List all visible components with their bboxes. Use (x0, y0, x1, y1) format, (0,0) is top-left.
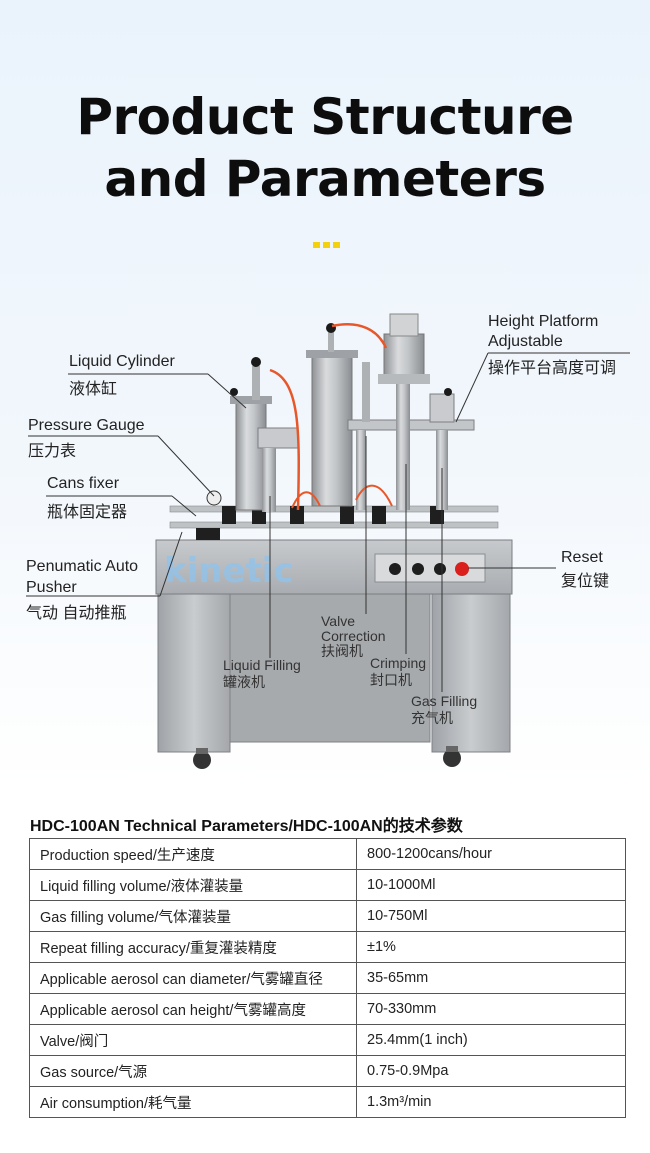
label-liquid-cylinder-en: Liquid Cylinder (69, 353, 175, 370)
label-height-platform-en2: Adjustable (488, 333, 563, 350)
label-gas-filling-cn: 充气机 (411, 710, 453, 726)
page-title: Product Structure and Parameters (0, 86, 650, 210)
label-height-platform-cn: 操作平台高度可调 (488, 360, 617, 377)
param-value: 0.75-0.9Mpa (356, 1055, 626, 1087)
param-name: Liquid filling volume/液体灌装量 (29, 869, 357, 901)
label-pusher-en2: Pusher (26, 579, 77, 596)
param-name: Applicable aerosol can diameter/气雾罐直径 (29, 962, 357, 994)
label-pusher-en: Penumatic Auto (26, 558, 139, 575)
title-line-2: and Parameters (104, 150, 546, 208)
param-value: 800-1200cans/hour (356, 838, 626, 870)
label-crimping-en: Crimping (370, 655, 427, 671)
param-name: Repeat filling accuracy/重复灌装精度 (29, 931, 357, 963)
title-line-1: Product Structure (76, 88, 574, 146)
label-pusher-cn: 气动 自动推瓶 (26, 605, 127, 622)
label-height-platform-en: Height Platform (488, 313, 599, 330)
accent-dots (313, 242, 341, 248)
param-name: Valve/阀门 (29, 1024, 357, 1056)
label-liquid-cylinder-cn: 液体缸 (69, 381, 118, 398)
brand-watermark: kinetic (164, 551, 294, 591)
label-valve-cn: 扶阀机 (321, 643, 363, 659)
label-reset-en: Reset (561, 549, 603, 566)
label-liquid-filling-en: Liquid Filling (223, 657, 301, 673)
label-reset-cn: 复位键 (561, 573, 610, 590)
label-crimping-cn: 封口机 (370, 672, 412, 688)
label-pressure-gauge-cn: 压力表 (28, 443, 77, 460)
table-row: Applicable aerosol can diameter/气雾罐直径 35… (29, 962, 626, 994)
param-value: 10-1000Ml (356, 869, 626, 901)
label-pressure-gauge-en: Pressure Gauge (28, 417, 145, 434)
params-table-title: HDC-100AN Technical Parameters/HDC-100AN… (30, 818, 463, 835)
param-name: Gas filling volume/气体灌装量 (29, 900, 357, 932)
table-row: Repeat filling accuracy/重复灌装精度±1% (29, 931, 626, 963)
param-name: Air consumption/耗气量 (29, 1086, 357, 1118)
label-cans-fixer-cn: 瓶体固定器 (47, 504, 128, 521)
label-liquid-filling-cn: 罐液机 (223, 674, 265, 690)
label-cans-fixer-en: Cans fixer (47, 475, 120, 492)
label-valve-en: Valve (321, 613, 355, 629)
param-value: 1.3m³/min (356, 1086, 626, 1118)
param-value: 35-65mm (356, 962, 626, 994)
param-name: Applicable aerosol can height/气雾罐高度 (29, 993, 357, 1025)
param-value: 70-330mm (356, 993, 626, 1025)
param-name: Gas source/气源 (29, 1055, 357, 1087)
param-value: ±1% (356, 931, 626, 963)
table-row: Gas source/气源 0.75-0.9Mpa (29, 1055, 626, 1087)
machine-illustration: kinetic (26, 313, 630, 769)
label-gas-filling-en: Gas Filling (411, 693, 478, 709)
param-value: 25.4mm(1 inch) (356, 1024, 626, 1056)
label-valve-en2: Correction (321, 628, 386, 644)
param-value: 10-750Ml (356, 900, 626, 932)
param-name: Production speed/生产速度 (29, 838, 357, 870)
